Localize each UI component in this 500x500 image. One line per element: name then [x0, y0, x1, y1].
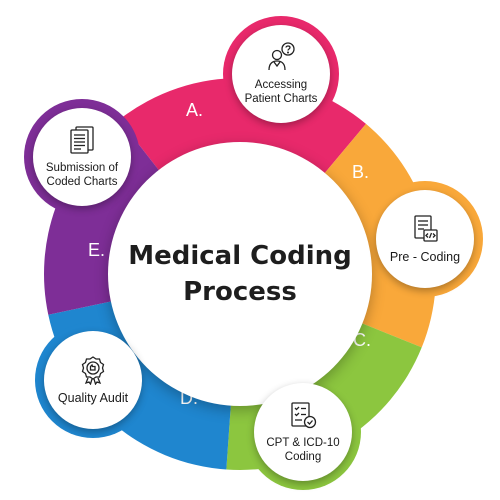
step-label-e: Submission of Coded Charts [45, 162, 119, 188]
segment-letter-c: C. [353, 330, 371, 350]
checklist-icon [288, 400, 318, 430]
step-node-d: Quality Audit [44, 331, 142, 429]
step-node-b: Pre - Coding [376, 190, 474, 288]
step-node-c: CPT & ICD-10 Coding [254, 383, 352, 481]
document-list-icon [67, 125, 97, 155]
person-question-icon [266, 42, 296, 72]
segment-letter-e: E. [88, 240, 106, 260]
step-label-b: Pre - Coding [389, 250, 461, 264]
step-label-d: Quality Audit [57, 391, 129, 405]
step-node-a: Accessing Patient Charts [232, 25, 330, 123]
step-label-c: CPT & ICD-10 Coding [266, 437, 340, 463]
award-badge-icon [78, 355, 108, 385]
document-code-icon [410, 214, 440, 244]
step-node-e: Submission of Coded Charts [33, 108, 131, 206]
center-hub: Medical Coding Process [108, 142, 372, 406]
segment-letter-b: B. [352, 162, 370, 182]
segment-letter-a: A. [186, 100, 204, 120]
step-label-a: Accessing Patient Charts [244, 79, 318, 105]
center-title: Medical Coding Process [128, 241, 352, 307]
